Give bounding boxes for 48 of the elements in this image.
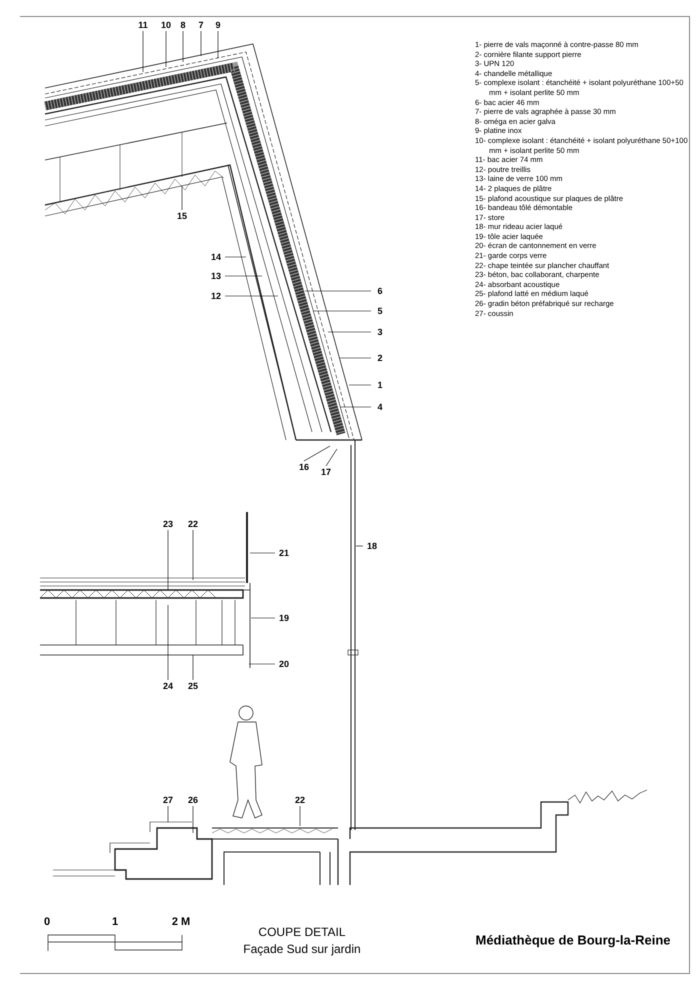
callout-number: 16 [295,461,313,473]
callout-number: 7 [192,19,210,31]
callout-number: 6 [371,285,389,297]
leader-line [348,384,372,386]
callout-number: 14 [207,251,225,263]
callout-number: 9 [209,19,227,31]
callout-number: 3 [371,326,389,338]
callout-number: 11 [134,19,152,31]
callout-number: 8 [174,19,192,31]
callout-number: 15 [173,210,191,222]
scale-number: 2 M [172,914,190,930]
leader-line [192,654,194,680]
callout-number: 20 [275,658,293,670]
callout-number: 13 [207,270,225,282]
callout-number: 2 [371,352,389,364]
leader-line [142,30,144,72]
callout-number: 12 [207,290,225,302]
callout-number: 1 [371,379,389,391]
callout-number: 22 [291,794,309,806]
leader-line [304,290,372,292]
callout-number: 17 [317,466,335,478]
drawing-title: COUPE DETAIL [258,924,346,941]
callout-number: 22 [184,518,202,530]
leader-line [304,446,330,462]
callout-number: 5 [371,305,389,317]
leader-line [192,530,194,580]
callout-number: 25 [184,680,202,692]
callout-number: 19 [275,612,293,624]
callout-number: 21 [275,547,293,559]
leader-line [326,448,338,466]
project-name: Médiathèque de Bourg-la-Reine [475,931,671,950]
leader-line [192,806,194,834]
callout-number: 18 [363,540,381,552]
leader-line [224,256,246,258]
leader-line [182,30,184,62]
callout-number: 23 [159,518,177,530]
callout-number: 27 [159,794,177,806]
callout-number: 4 [371,401,389,413]
scale-number: 1 [112,914,118,930]
leader-line [340,406,372,408]
leader-line [250,552,276,554]
leader-line [312,310,372,312]
callout-number: 26 [184,794,202,806]
callout-number: 10 [157,19,175,31]
leader-line [200,30,202,56]
callout-number: 24 [159,680,177,692]
drawing-caption: Façade Sud sur jardin [243,941,361,958]
scale-number: 0 [44,914,50,930]
